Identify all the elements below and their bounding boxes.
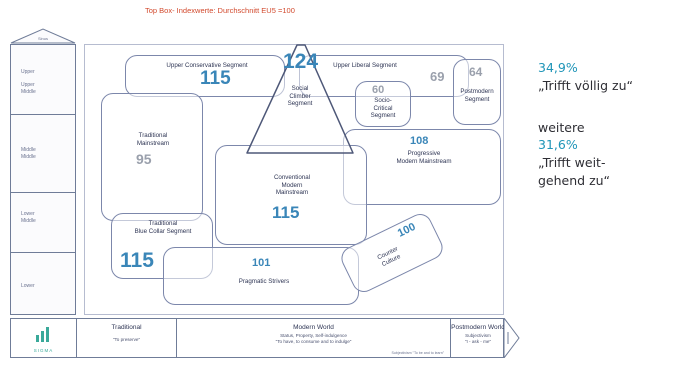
stat-percent-largely-agree: 31,6%	[538, 137, 578, 152]
values-cell-subtitle: "To preserve"	[112, 337, 141, 342]
segment-index-value: 95	[136, 151, 152, 167]
segment-label: Traditional Blue Collar Segment	[134, 220, 192, 235]
segment-socio-critical: 60 Socio- Critical Segment	[355, 81, 411, 127]
stat-percent-fully-agree: 34,9%	[538, 60, 578, 75]
logo-text: SIGMA	[33, 348, 54, 353]
strata-row-lower: Lower	[11, 253, 75, 314]
strata-header-label: Sinus	[37, 36, 48, 41]
segment-index-value: 115	[272, 203, 300, 222]
segment-index-value: 101	[252, 257, 271, 269]
values-logo-cell: SIGMA	[11, 319, 77, 357]
segment-label: Social Climber Segment	[287, 85, 313, 107]
segment-label: Conventional Modern Mainstream	[273, 174, 311, 196]
strata-header-triangle-icon	[10, 28, 76, 44]
strata-row-middle: Middle Middle	[11, 115, 75, 193]
segment-conventional-modern-mainstream: Conventional Modern Mainstream 115	[215, 145, 367, 245]
survey-stats: 34,9% „Trifft völlig zu“ weitere 31,6% „…	[538, 0, 688, 365]
strata-label-upper: Upper Upper Middle	[21, 69, 36, 95]
segment-social-climber: 124 Social Climber Segment	[245, 35, 355, 159]
segment-label: Upper Conservative Segment	[166, 62, 248, 69]
segment-pragmatic-strivers: 101 Pragmatic Strivers	[163, 247, 359, 305]
chart-title: Top Box- Indexwerte: Durchschnitt EU5 =1…	[145, 6, 295, 15]
segment-index-value: 115	[120, 249, 154, 272]
values-cell-title: Traditional	[111, 324, 142, 331]
segment-label: Postmodern Segment	[460, 88, 494, 103]
values-cell-subtitle: Status, Property, Self-indulgence "To ha…	[275, 333, 352, 344]
values-cell-postmodern-world: Postmodern World Subjectivism "I - ask -…	[451, 319, 505, 357]
segment-index-value: 60	[372, 84, 385, 96]
segment-upper-conservative: Upper Conservative Segment 115	[125, 55, 285, 97]
values-cell-title: Postmodern World	[451, 324, 505, 331]
segment-social-climber-shape	[246, 44, 354, 154]
strata-header: Sinus	[10, 28, 76, 44]
strata-row-upper: Upper Upper Middle	[11, 45, 75, 115]
segment-map: Upper Conservative Segment 115 Upper Lib…	[84, 44, 504, 315]
stat-label-largely-agree-line2: gehend zu“	[538, 173, 611, 188]
stat-label-fully-agree: „Trifft völlig zu“	[538, 78, 633, 93]
segment-label: Traditional Mainstream	[136, 132, 170, 147]
segment-label: Socio- Critical Segment	[370, 97, 396, 119]
segment-index-value: 115	[200, 68, 231, 89]
stat-label-largely-agree-line1: „Trifft weit-	[538, 155, 606, 170]
segment-traditional-mainstream: Traditional Mainstream 95	[101, 93, 203, 221]
segment-label: Upper Liberal Segment	[333, 62, 397, 69]
segment-label: Progressive Modern Mainstream	[396, 150, 452, 165]
values-cell-subtitle: Subjectivism "I - ask - me"	[464, 333, 492, 344]
social-strata-column: Upper Upper Middle Middle Middle Lower M…	[10, 44, 76, 315]
segment-label: Counter Culture	[376, 245, 402, 268]
strata-label-lower-middle: Lower Middle	[21, 211, 36, 224]
segment-label: Pragmatic Strivers	[238, 278, 290, 285]
segment-index-value: 69	[430, 69, 445, 84]
values-cell-footnote: Subjectivism "To be and to learn"	[391, 351, 445, 355]
values-cell-traditional: Traditional "To preserve"	[77, 319, 177, 357]
segment-index-value: 64	[469, 65, 483, 79]
stat-prefix-further: weitere	[538, 120, 585, 135]
sigma-logo-icon	[36, 327, 49, 342]
segment-postmodern: 64 Postmodern Segment	[453, 59, 501, 125]
values-cell-title: Modern World	[293, 324, 334, 331]
strata-label-middle: Middle Middle	[21, 147, 36, 160]
values-arrow-icon	[504, 318, 520, 358]
segment-progressive-modern-mainstream: 108 Progressive Modern Mainstream	[343, 129, 501, 205]
strata-row-lower-middle: Lower Middle	[11, 193, 75, 253]
segment-index-value: 124	[283, 50, 319, 73]
strata-label-lower: Lower	[21, 283, 35, 289]
segment-index-value: 108	[410, 135, 429, 147]
values-cell-modern-world: Modern World Status, Property, Self-indu…	[177, 319, 451, 357]
value-orientation-bar: SIGMA Traditional "To preserve" Modern W…	[10, 318, 505, 358]
sinus-milieu-diagram: Sinus Upper Upper Middle Middle Middle L…	[10, 28, 520, 358]
segment-index-value: 100	[395, 220, 418, 240]
